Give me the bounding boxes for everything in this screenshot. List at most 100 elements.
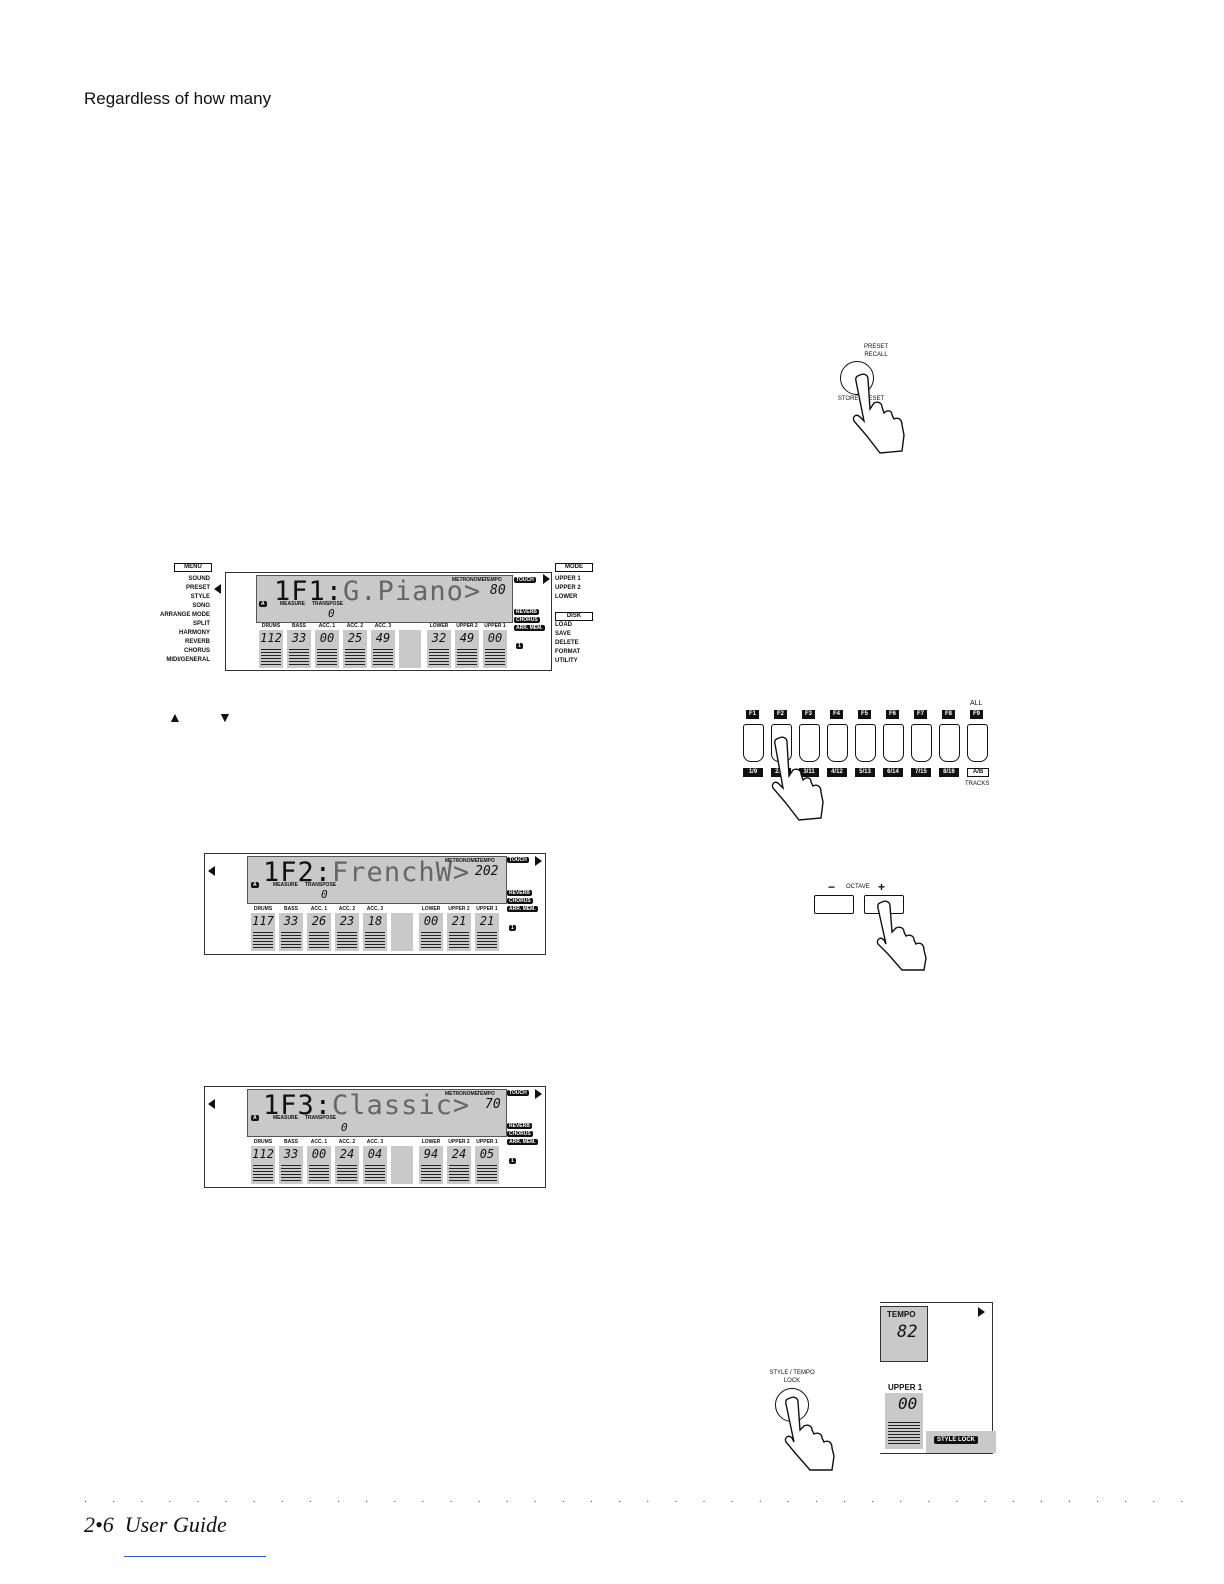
menu-title: MENU [174, 563, 212, 572]
channel-empty [391, 1146, 413, 1184]
style-tempo-label: STYLE / TEMPO [769, 1370, 815, 1376]
channel-empty [399, 630, 421, 668]
f3-button[interactable] [799, 724, 820, 762]
reverb-badge: REVERB [507, 890, 532, 896]
transpose-value: 0 [328, 607, 335, 620]
f4-button[interactable] [827, 724, 848, 762]
menu-item-chorus[interactable]: CHORUS [183, 648, 210, 654]
disk-item-format[interactable]: FORMAT [555, 649, 581, 655]
style-lock-illustration: STYLE / TEMPO LOCK [762, 1368, 842, 1471]
preset-name: G.Piano> [343, 576, 482, 607]
menu-item-harmony[interactable]: HARMONY [179, 630, 210, 636]
measure-label: MEASURE [273, 882, 299, 888]
f6-button[interactable] [883, 724, 904, 762]
menu-item-preset[interactable]: PRESET [185, 585, 210, 591]
menu-item-song[interactable]: SONG [192, 603, 210, 609]
mode-list: UPPER 1 UPPER 2 LOWER [555, 575, 581, 602]
menu-item-sound[interactable]: SOUND [188, 576, 210, 582]
preset-recall-illustration: PRESET RECALL STORE PRESET [826, 343, 916, 454]
f4-label: F4 [830, 710, 843, 719]
arr-mem-badge: ARR. MEM. [507, 906, 538, 912]
measure-label: MEASURE [273, 1115, 299, 1121]
mode-item-upper2[interactable]: UPPER 2 [555, 585, 581, 591]
f3-label: F3 [802, 710, 815, 719]
track-7-15-label: 7/15 [911, 768, 931, 777]
transpose-label: TRANSPOSE [305, 1115, 337, 1121]
footer: 2•6 User Guide [84, 1512, 227, 1538]
touch-badge: TOUCH [507, 857, 529, 863]
lock-label: LOCK [783, 1378, 801, 1384]
f9-button[interactable] [967, 724, 988, 762]
mode-item-lower[interactable]: LOWER [555, 594, 578, 600]
disk-item-delete[interactable]: DELETE [555, 640, 579, 646]
octave-plus-label: + [878, 880, 886, 894]
transpose-value: 0 [321, 888, 328, 901]
left-pointer-icon [208, 866, 215, 876]
f7-button[interactable] [911, 724, 932, 762]
mode-title: MODE [555, 563, 593, 572]
disk-item-load[interactable]: LOAD [555, 622, 572, 628]
track-3-11-label: 3/11 [799, 768, 819, 777]
disk-item-utility[interactable]: UTILITY [555, 658, 578, 664]
footer-title: User Guide [124, 1512, 227, 1537]
main-lcd: 1F1:G.Piano> METRONOME TEMPO 80 A MEASUR… [225, 572, 552, 671]
arrow-down-icon: ▼ [218, 709, 232, 725]
preset-number: 1F1 [274, 576, 326, 607]
menu-item-reverb[interactable]: REVERB [184, 639, 210, 645]
disk-title: DISK [555, 612, 593, 621]
f8-label: F8 [942, 710, 955, 719]
f7-label: F7 [914, 710, 927, 719]
a-badge: A [251, 1115, 259, 1121]
f1-button[interactable] [743, 724, 764, 762]
f5-button[interactable] [855, 724, 876, 762]
preset-recall-button[interactable] [840, 361, 874, 395]
mode-item-upper1[interactable]: UPPER 1 [555, 576, 581, 582]
display-frenchw: 1F2:FrenchW> METRONOME TEMPO 202 A MEASU… [204, 853, 546, 955]
preset-name: FrenchW> [332, 857, 471, 888]
metronome-label: METRONOME [452, 577, 486, 583]
metronome-label: METRONOME [445, 858, 479, 864]
track-1-9-label: 1/9 [743, 768, 763, 777]
arr-mem-badge: ARR. MEM. [514, 625, 545, 631]
track-5-13-label: 5/13 [855, 768, 875, 777]
footer-dots: . . . . . . . . . . . . . . . . . . . . … [84, 1493, 1195, 1505]
right-pointer-icon [535, 856, 542, 866]
menu-item-arrange-mode[interactable]: ARRANGE MODE [159, 612, 210, 618]
menu-item-style[interactable]: STYLE [190, 594, 210, 600]
preset-name: Classic> [332, 1090, 471, 1121]
right-pointer-icon [535, 1089, 542, 1099]
tempo-value: 202 [475, 864, 499, 879]
disk-item-save[interactable]: SAVE [555, 631, 571, 637]
chorus-badge: CHORUS [507, 1131, 533, 1137]
menu-item-split[interactable]: SPLIT [192, 621, 210, 627]
tempo-label: TEMPO [484, 577, 502, 583]
tracks-label: TRACKS [965, 781, 990, 787]
channel-empty [391, 913, 413, 951]
tempo-value: 70 [485, 1097, 501, 1112]
f2-label: F2 [774, 710, 787, 719]
f8-button[interactable] [939, 724, 960, 762]
preset-label: PRESET [863, 344, 888, 350]
transpose-label: TRANSPOSE [312, 601, 344, 607]
menu-item-midi-general[interactable]: MIDI/GENERAL [166, 657, 210, 663]
octave-minus-button[interactable] [814, 895, 854, 914]
tempo-label: TEMPO [887, 1310, 916, 1319]
track-8-16-label: 8/16 [939, 768, 959, 777]
octave-label: OCTAVE [846, 884, 870, 890]
reverb-badge: REVERB [514, 609, 539, 615]
reverb-badge: REVERB [507, 1123, 532, 1129]
mode-pointer-icon [543, 574, 550, 584]
